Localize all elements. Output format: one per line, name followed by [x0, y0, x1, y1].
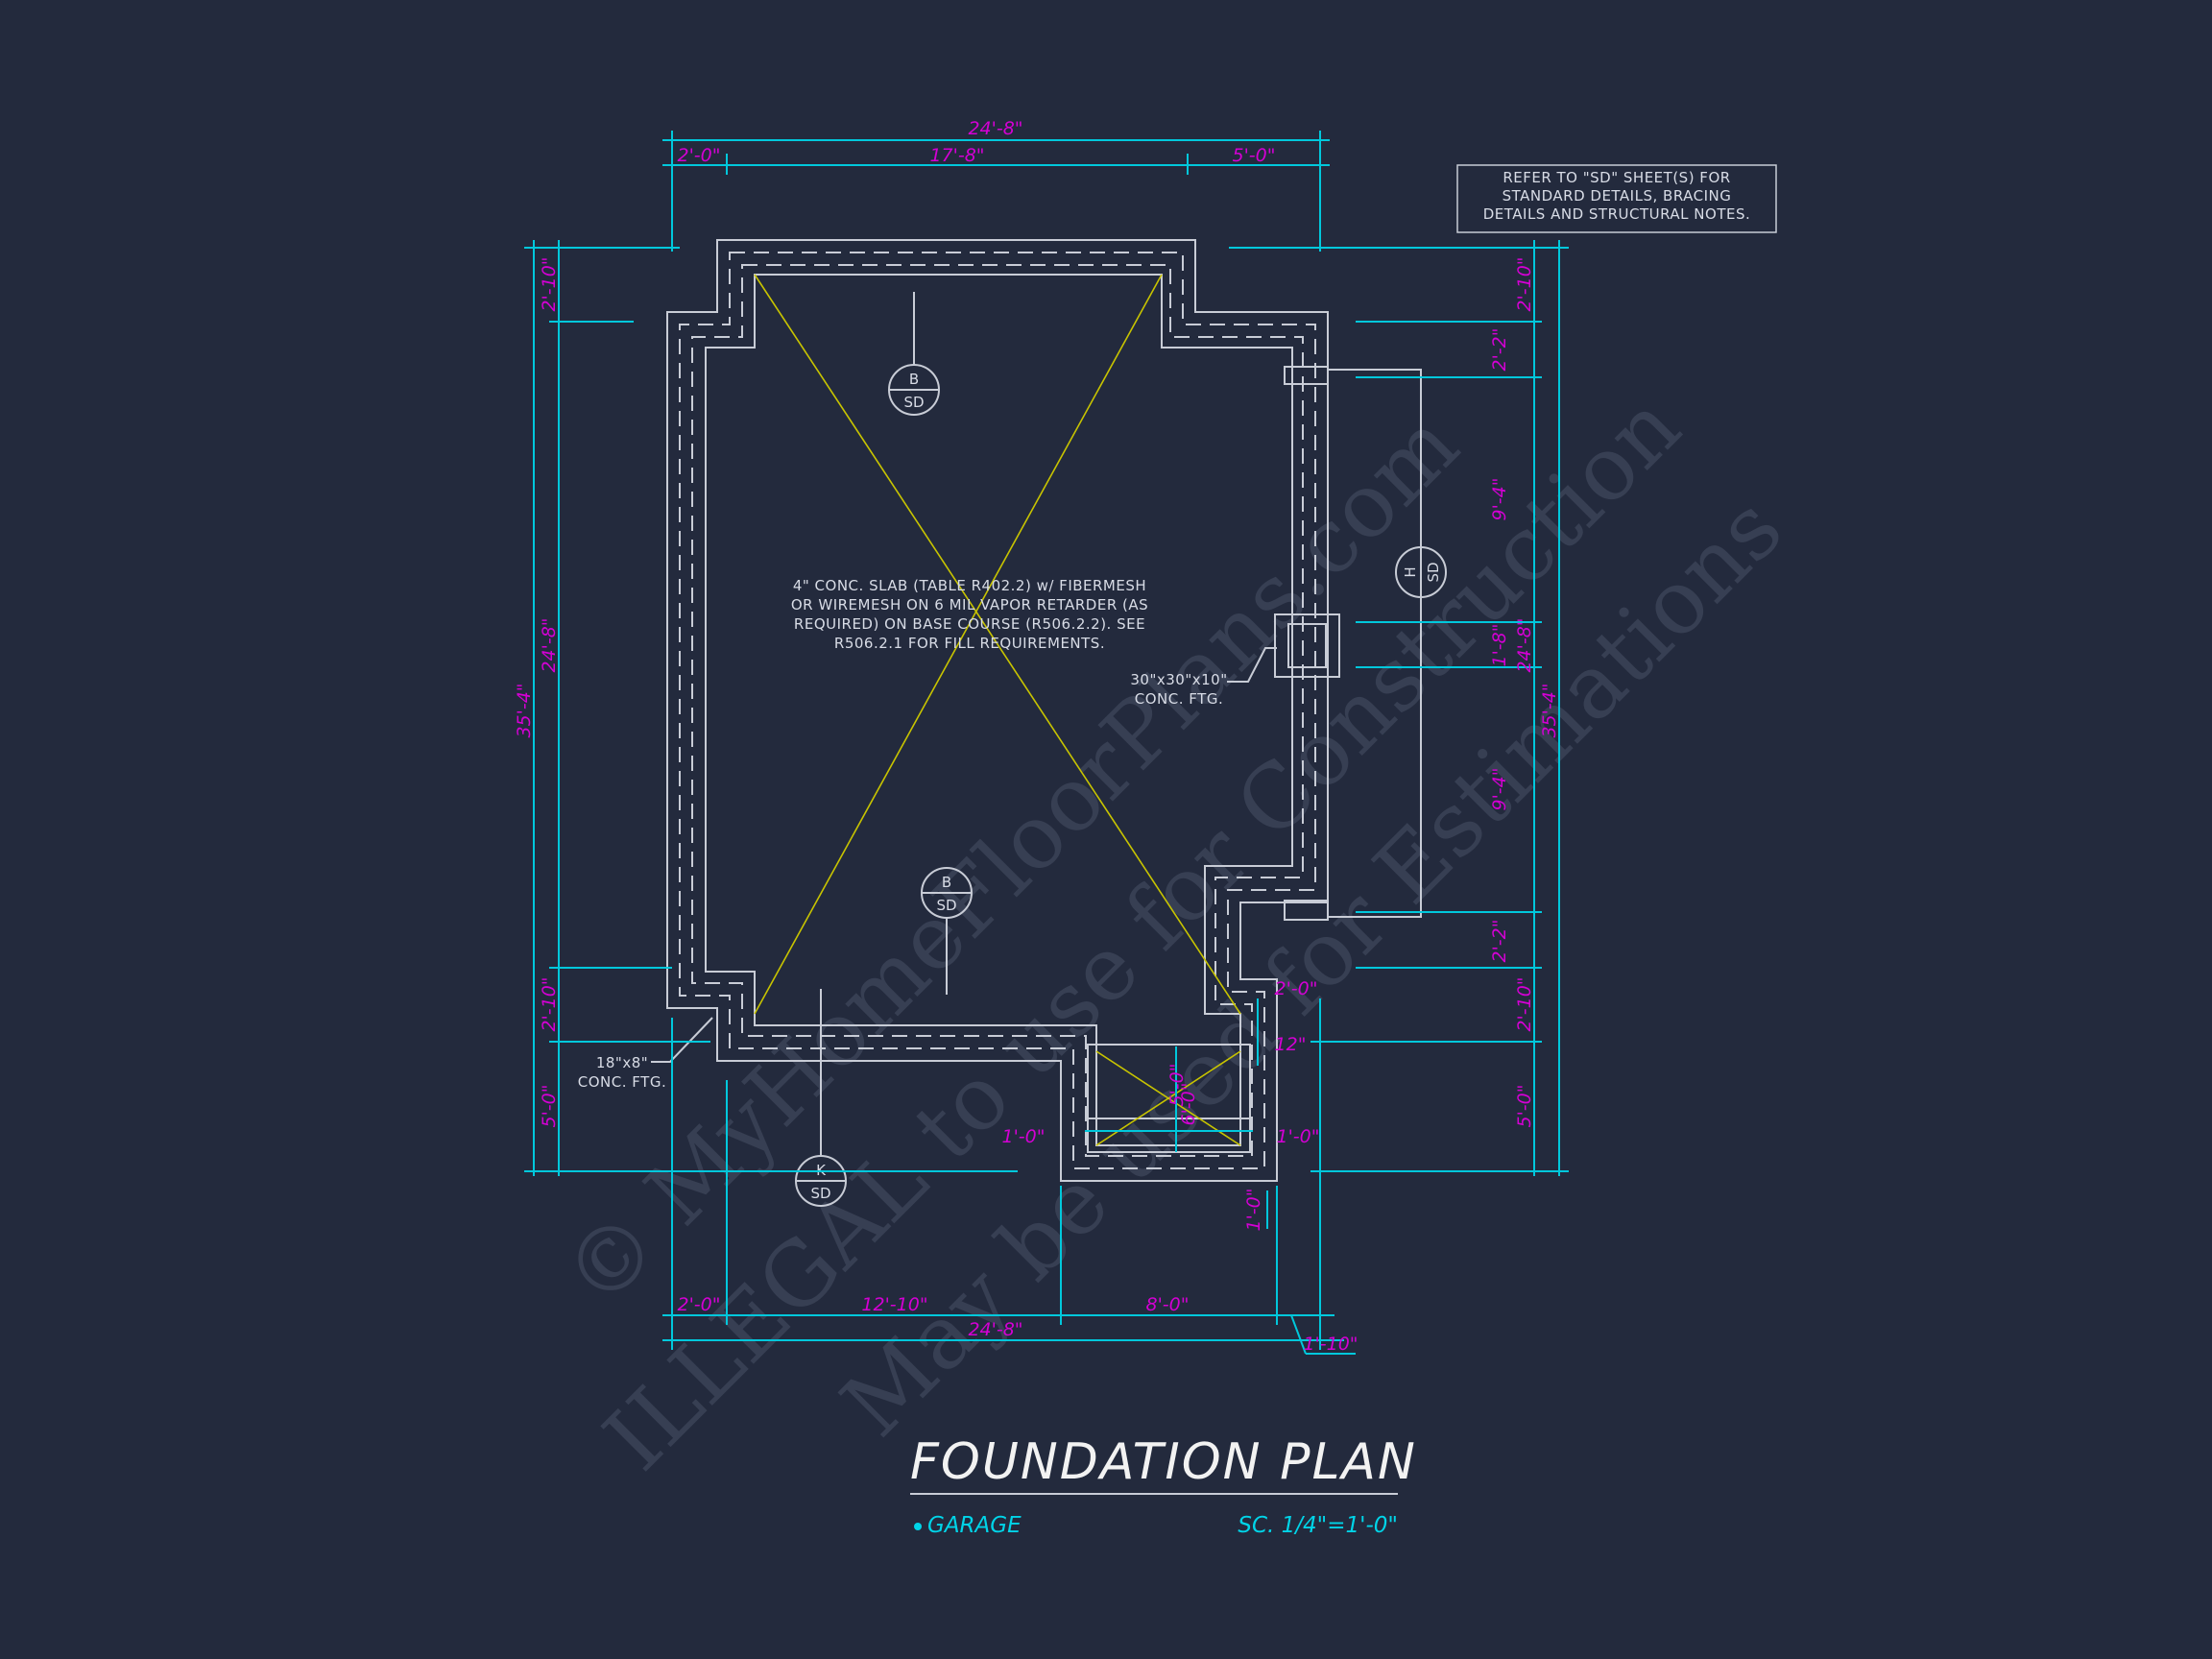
dimension-labels: 24'-8" 2'-0" 17'-8" 5'-0" 2'-0" 12'-10" …	[514, 118, 1560, 1355]
footing-note-line-1: 18"x8"	[596, 1054, 648, 1071]
wall-footing-note: 18"x8" CONC. FTG.	[578, 1017, 713, 1091]
pier-note-line-2: CONC. FTG.	[1135, 690, 1223, 708]
dim-bottom-left: 2'-0"	[678, 1294, 721, 1315]
plan-scale: SC. 1/4"=1'-0"	[1238, 1513, 1398, 1538]
section-tag-h: H SD	[1395, 546, 1447, 598]
watermark-line-1: © MyHomeFloorPlans.com	[544, 393, 1479, 1327]
section-tag-h-letter: H	[1402, 566, 1419, 577]
dim-bottom-overall: 24'-8"	[968, 1319, 1022, 1340]
dim-stoop-12: 12"	[1275, 1034, 1307, 1055]
dim-right-top: 2'-10"	[1514, 256, 1535, 311]
pier-footing-note: 30"x30"x10" CONC. FTG.	[1130, 647, 1277, 708]
section-tag-bottom-letter: B	[942, 874, 951, 891]
dim-right-b: 9'-4"	[1489, 478, 1510, 521]
dim-stoop-right: 1'-0"	[1277, 1126, 1320, 1147]
dim-right-a: 2'-2"	[1489, 328, 1510, 372]
slab-note-line-4: R506.2.1 FOR FILL REQUIREMENTS.	[834, 635, 1105, 652]
dimension-lines	[524, 131, 1569, 1355]
dim-top-mid: 17'-8"	[929, 145, 984, 166]
general-note-line-2: STANDARD DETAILS, BRACING	[1503, 187, 1732, 204]
footing-note-line-2: CONC. FTG.	[578, 1073, 666, 1091]
plan-subtitle: GARAGE	[927, 1513, 1022, 1538]
watermark-line-2: ILLEGAL to use for Construction	[585, 375, 1699, 1490]
section-tag-bottom-sheet: SD	[936, 897, 956, 914]
dim-right-d: 9'-4"	[1489, 768, 1510, 811]
dim-stoop-bottom: 1'-0"	[1243, 1189, 1264, 1232]
dim-right-g: 5'-0"	[1514, 1085, 1535, 1128]
section-tag-top-letter: B	[909, 371, 919, 388]
dim-bottom-offset: 1'-10"	[1303, 1334, 1358, 1355]
bullet-icon	[914, 1523, 922, 1530]
slab-x-marks	[754, 274, 1241, 1146]
slab-note-line-1: 4" CONC. SLAB (TABLE R402.2) w/ FIBERMES…	[793, 577, 1146, 594]
dim-left-lower: 2'-10"	[539, 976, 560, 1031]
dim-top-overall: 24'-8"	[968, 118, 1022, 139]
dim-right-c: 1'-8"	[1489, 624, 1510, 667]
dim-stoop-width: 6'-0"	[1178, 1083, 1199, 1126]
dim-left-overall: 35'-4"	[514, 683, 535, 737]
slab-note: 4" CONC. SLAB (TABLE R402.2) w/ FIBERMES…	[791, 577, 1148, 652]
section-tag-k-sheet: SD	[810, 1185, 830, 1202]
dim-left-top: 2'-10"	[539, 256, 560, 311]
dim-top-left: 2'-0"	[678, 145, 721, 166]
section-tag-top-sheet: SD	[903, 394, 924, 411]
dim-right-overall: 35'-4"	[1539, 683, 1560, 737]
general-note-box: REFER TO "SD" SHEET(S) FOR STANDARD DETA…	[1456, 164, 1777, 233]
dim-stoop-top: 2'-0"	[1275, 978, 1318, 999]
dim-left-mid: 24'-8"	[539, 617, 560, 672]
section-tag-bottom: B SD	[921, 867, 973, 995]
section-tag-h-sheet: SD	[1425, 562, 1442, 582]
general-note-line-3: DETAILS AND STRUCTURAL NOTES.	[1483, 205, 1751, 223]
watermark: © MyHomeFloorPlans.com ILLEGAL to use fo…	[544, 375, 1802, 1490]
foundation-walls	[666, 239, 1422, 1182]
general-note-line-1: REFER TO "SD" SHEET(S) FOR	[1503, 169, 1730, 186]
dim-stoop-depth: 5'-0"	[1166, 1064, 1188, 1107]
dim-right-mid: 24'-8"	[1514, 617, 1535, 672]
dim-right-e: 2'-2"	[1489, 920, 1510, 963]
plan-title: FOUNDATION PLAN	[910, 1433, 1417, 1491]
dim-stoop-left: 1'-0"	[1002, 1126, 1046, 1147]
dim-top-right: 5'-0"	[1233, 145, 1276, 166]
slab-note-line-2: OR WIREMESH ON 6 MIL VAPOR RETARDER (AS	[791, 596, 1148, 613]
dim-left-bottom: 5'-0"	[539, 1085, 560, 1128]
dim-bottom-right: 8'-0"	[1146, 1294, 1190, 1315]
slab-note-line-3: REQUIRED) ON BASE COURSE (R506.2.2). SEE	[794, 615, 1145, 633]
section-tag-top: B SD	[888, 292, 940, 416]
dim-right-f: 2'-10"	[1514, 976, 1535, 1031]
dim-bottom-mid: 12'-10"	[861, 1294, 927, 1315]
pier-note-line-1: 30"x30"x10"	[1130, 671, 1227, 688]
title-block: FOUNDATION PLAN GARAGE SC. 1/4"=1'-0"	[910, 1433, 1417, 1538]
